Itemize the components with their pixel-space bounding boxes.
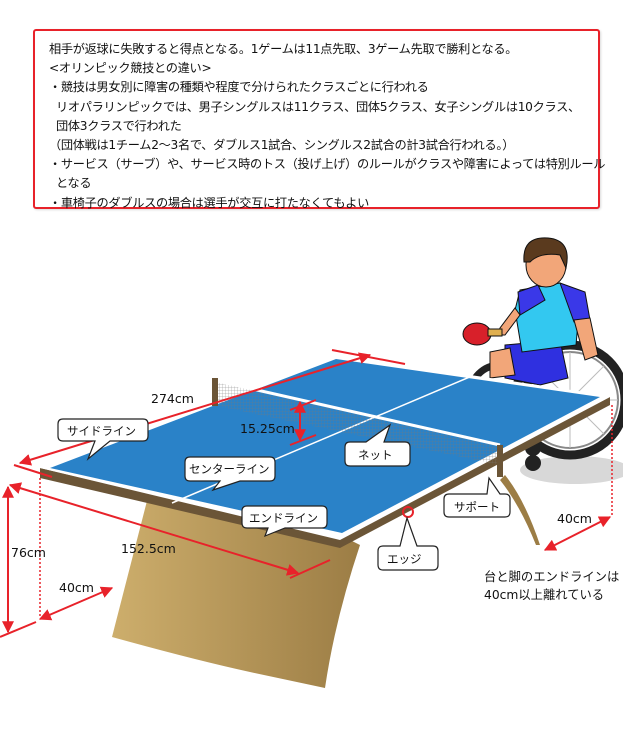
rules-line-service-cont: となる — [56, 176, 92, 191]
svg-text:サポート: サポート — [454, 500, 500, 514]
dim-length-label: 274cm — [151, 391, 194, 406]
rules-line-class: ・競技は男女別に障害の種類や程度で分けられたクラスごとに行われる — [49, 80, 429, 95]
dimension-lines — [0, 349, 612, 638]
svg-text:エンドライン: エンドライン — [249, 511, 318, 525]
svg-text:エッジ: エッジ — [387, 552, 422, 566]
rules-line-wheelchair-doubles: ・車椅子のダブルスの場合は選手が交互に打たなくてもよい — [49, 195, 369, 210]
rules-info-box: 相手が返球に失敗すると得点となる。1ゲームは11点先取、3ゲーム先取で勝利となる… — [33, 29, 605, 210]
svg-text:ネット: ネット — [358, 448, 393, 462]
dim-leg-offset-left-label: 40cm — [59, 580, 94, 595]
edge-marker — [402, 506, 414, 518]
note-line-2: 40cm以上離れている — [484, 588, 605, 602]
dim-leg-offset-right-label: 40cm — [557, 511, 592, 526]
rules-line-scoring: 相手が返球に失敗すると得点となる。1ゲームは11点先取、3ゲーム先取で勝利となる… — [49, 42, 518, 56]
rules-line-rio: リオパラリンピックでは、男子シングルスは11クラス、団体5クラス、女子シングルは… — [56, 99, 580, 114]
callout-net: ネット — [344, 423, 411, 467]
svg-text:センターライン: センターライン — [189, 462, 270, 476]
rules-text: 相手が返球に失敗すると得点となる。1ゲームは11点先取、3ゲーム先取で勝利となる… — [49, 40, 606, 213]
rules-line-heading: <オリンピック競技との違い> — [49, 61, 212, 76]
callout-center-line: センターライン — [184, 456, 276, 492]
callout-edge: エッジ — [377, 515, 439, 571]
callout-end-line: エンドライン — [241, 505, 328, 538]
wheelchair-player-illustration — [462, 237, 623, 471]
dim-width-label: 152.5cm — [121, 541, 176, 556]
callout-side-line: サイドライン — [57, 418, 149, 461]
rules-line-team: （団体戦は1チーム2～3名で、ダブルス1試合、シングルス2試合の計3試合行われる… — [49, 138, 515, 153]
rules-line-rio-cont: 団体3クラスで行われた — [56, 118, 182, 133]
dim-height-label: 76cm — [11, 545, 46, 560]
shadow — [520, 456, 623, 484]
svg-text:サイドライン: サイドライン — [67, 424, 136, 438]
note-line-1: 台と脚のエンドラインは — [484, 570, 620, 584]
table-leg-support — [500, 475, 540, 545]
dim-net-height-label: 15.25cm — [240, 421, 295, 436]
rules-line-service: ・サービス（サーブ）や、サービス時のトス（投げ上げ）のルールがクラスや障害によっ… — [49, 157, 606, 172]
leg-distance-note: 台と脚のエンドラインは 40cm以上離れている — [484, 568, 619, 604]
callout-support: サポート — [443, 476, 511, 518]
